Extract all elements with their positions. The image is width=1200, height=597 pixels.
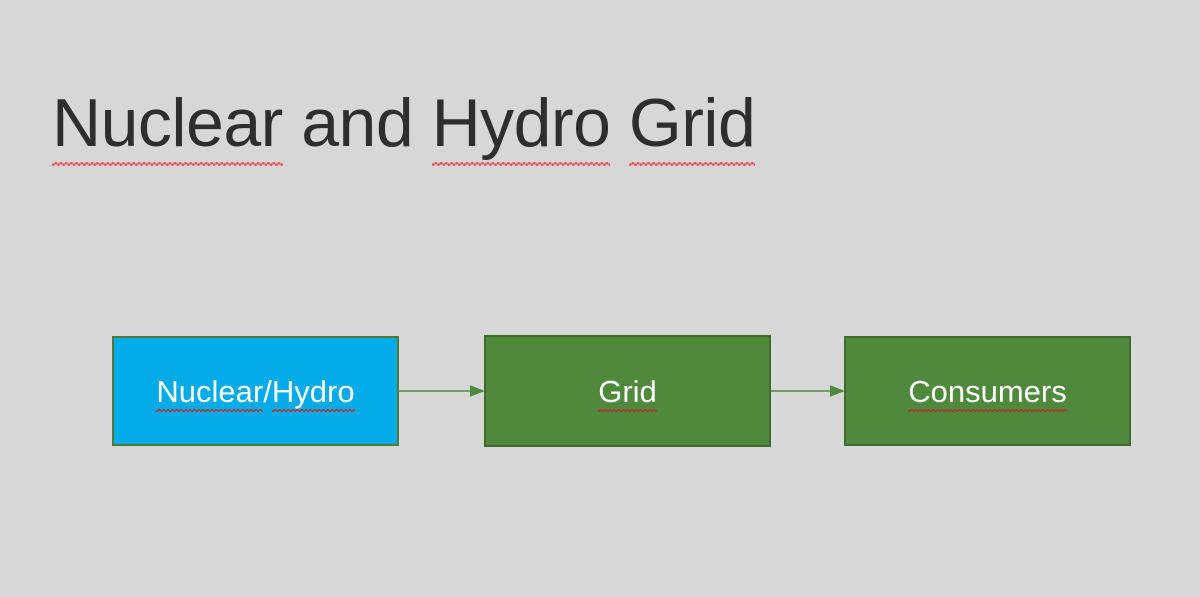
arrow-icon [771,385,845,397]
title-word-grid: Grid [628,84,756,166]
node-word-grid: Grid [598,373,657,413]
flowchart-node-consumers[interactable]: Consumers [844,336,1131,446]
arrow-icon [399,385,485,397]
flowchart-node-source[interactable]: Nuclear/Hydro [112,336,399,446]
node-word-slash: / [263,373,272,409]
title-word-hydro: Hydro [431,84,611,166]
title-word-and: and [282,84,432,161]
flowchart-node-grid[interactable]: Grid [484,335,771,447]
node-word-nuclear: Nuclear [156,373,264,413]
flowchart-node-source-label: Nuclear/Hydro [156,373,355,413]
node-word-consumers: Consumers [908,373,1067,413]
title-space [610,85,628,161]
page-title: Nuclear and Hydro Grid [52,84,756,166]
connector-source-to-grid[interactable] [399,380,485,402]
flowchart-node-consumers-label: Consumers [908,373,1067,413]
title-word-nuclear: Nuclear [52,84,283,166]
node-word-hydro: Hydro [271,373,355,413]
flowchart-node-grid-label: Grid [598,373,657,413]
connector-grid-to-consumers[interactable] [771,380,845,402]
